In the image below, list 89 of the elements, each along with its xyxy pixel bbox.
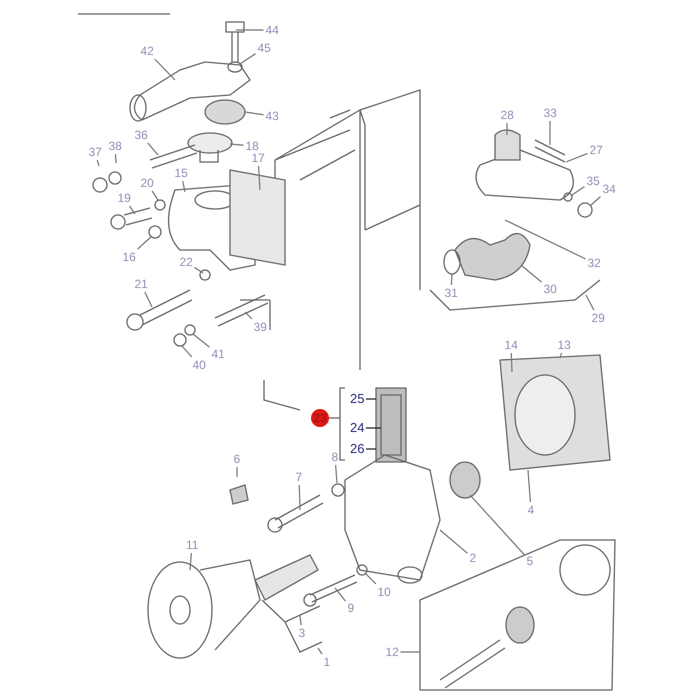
callout-number: 40 [192,358,206,372]
leader-line [366,427,381,429]
callout-number: 14 [504,338,518,352]
callout-number: 4 [528,503,534,517]
leader-line [236,29,264,31]
leader-line [182,180,186,192]
leader-line [504,219,586,260]
leader-line [96,160,100,166]
leader-line [236,467,238,477]
callout-number: 32 [588,256,601,270]
callout-number: 11 [186,538,198,552]
leader-line [299,616,302,626]
leader-line [147,142,158,156]
callout-number: 6 [234,452,240,466]
callout-number: 41 [212,347,225,361]
callout-number: 12 [386,645,399,659]
leader-line [114,154,117,164]
callout-number: 28 [500,108,514,122]
leader-line [129,206,136,214]
leader-line [549,121,551,145]
callout-number: 2 [470,551,476,565]
callout-number: 30 [544,282,557,296]
leader-line [366,448,376,450]
callout-number: 9 [348,601,354,615]
leader-line [400,651,420,653]
callout-number: 42 [140,44,154,58]
leader-line [566,152,588,163]
leader-line [335,464,338,484]
callout-number: 45 [258,41,271,55]
leader-line [244,111,264,116]
callout-number: 43 [266,109,279,123]
callout-number: 13 [558,338,571,352]
callout-number: 31 [444,286,458,300]
leader-line [298,484,301,510]
leader-line [182,346,192,358]
leader-line [240,53,256,64]
callout-number: 27 [590,143,603,157]
callout-number: 38 [108,139,122,153]
leader-line [137,236,152,250]
callout-number: 18 [246,139,259,153]
leader-line [572,186,585,196]
leader-line [440,530,468,554]
leader-line [559,352,562,358]
callout-number: 35 [586,174,600,188]
leader-line [152,190,158,200]
callout-number: 26 [350,442,364,456]
callout-number: 22 [180,255,193,269]
callout-number: 33 [544,106,557,120]
callout-number: 5 [526,554,534,568]
callout-number: 34 [602,182,616,196]
leader-line [470,494,525,556]
callout-number: 7 [296,470,302,484]
callout-number: 15 [174,166,188,180]
callout-number: 8 [332,450,338,464]
leader-line [189,552,192,570]
callout-number: 29 [592,311,605,325]
leader-line [450,274,453,286]
leader-line [334,588,346,602]
callout-number: 19 [118,191,131,205]
leader-line [366,574,376,584]
callout-badge: 23 [311,409,329,427]
callout-number: 44 [266,23,279,37]
leader-line [590,196,601,206]
callout-number: 39 [254,320,267,334]
callout-number: 16 [122,250,136,264]
callout-number: 17 [252,151,265,165]
callout-number: 25 [350,392,364,406]
callout-number: 10 [378,585,391,599]
leader-line [154,58,176,80]
leader-line [585,294,594,310]
callout-number: 36 [134,128,148,142]
leader-line [318,648,322,654]
leader-line [258,166,261,190]
callout-number: 24 [350,421,364,435]
leader-line [366,398,376,400]
leader-line [522,266,542,282]
callout-number: 37 [88,145,102,159]
callout-number: 1 [324,655,330,669]
callout-number: 3 [298,626,306,640]
leader-line [510,352,513,372]
leader-line [144,292,153,308]
leader-line [506,123,508,135]
leader-line [230,143,244,146]
callout-number: 20 [140,176,154,190]
callout-number: 21 [134,277,148,291]
leader-line [192,334,210,348]
leader-line [527,470,531,502]
leader-line [194,267,204,274]
leader-line [244,312,252,320]
